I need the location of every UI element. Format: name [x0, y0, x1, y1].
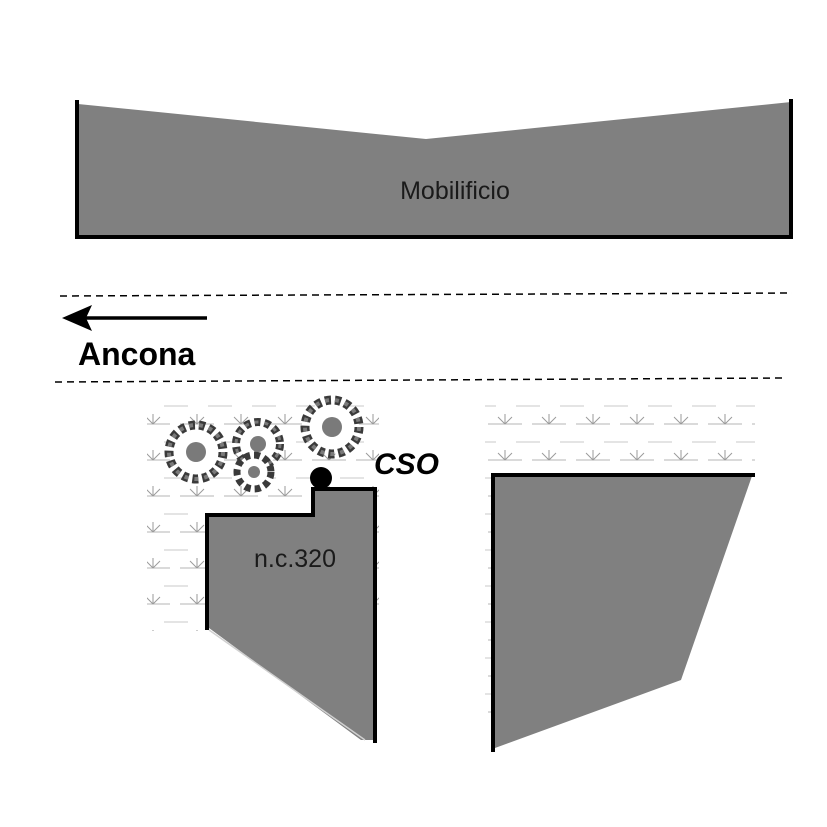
tree-canopy-icon [164, 420, 228, 484]
cso-point-icon [310, 467, 332, 489]
marsh-symbol-icon [485, 395, 755, 475]
marsh-symbol-icon [485, 475, 493, 725]
building-right-shape [495, 476, 752, 748]
direction-label: Ancona [78, 336, 196, 372]
parcel-nc320: n.c.320 [205, 487, 377, 743]
road-edge-north [59, 292, 793, 297]
building-mobilificio-shape [78, 102, 791, 237]
parcel-nc320-shape [209, 490, 374, 740]
arrow-left-icon [62, 305, 207, 331]
tree-canopy-icon [233, 451, 275, 493]
cso-marker: CSO [310, 448, 439, 489]
building-mobilificio: Mobilificio [75, 99, 793, 239]
parcel-nc320-label: n.c.320 [254, 545, 336, 573]
road [54, 292, 793, 383]
building-right [491, 473, 755, 752]
road-edge-south [54, 377, 783, 383]
tree-canopy-icon [300, 395, 364, 459]
cso-label: CSO [374, 448, 439, 481]
vegetation [164, 395, 364, 493]
building-mobilificio-label: Mobilificio [400, 177, 510, 205]
direction-indicator: Ancona [62, 305, 207, 372]
